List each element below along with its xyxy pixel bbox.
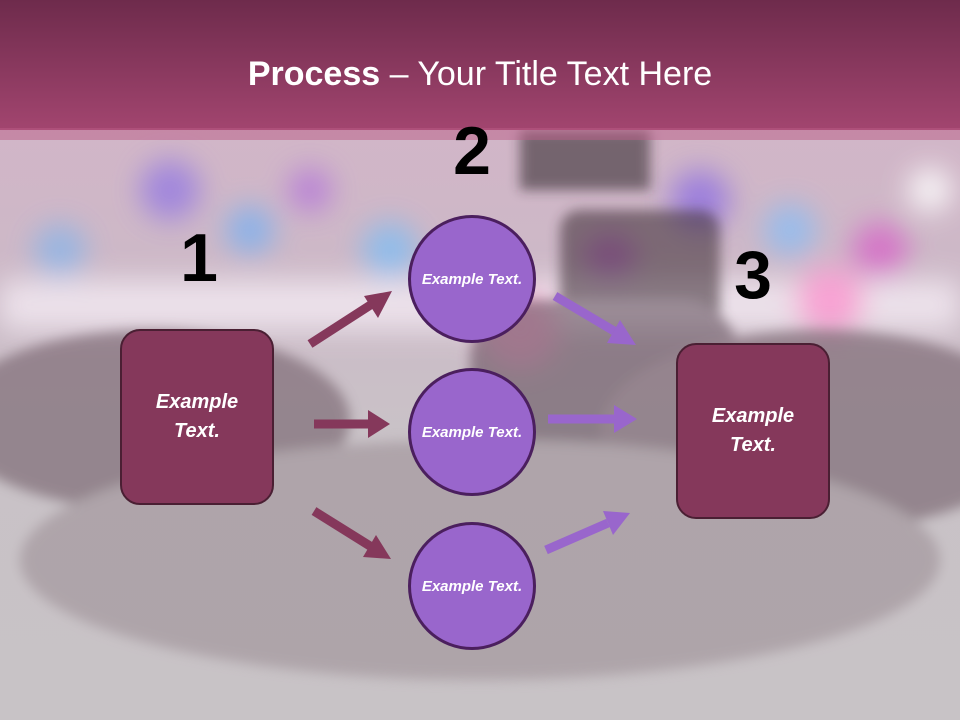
step2-circle-middle: Example Text. xyxy=(408,368,536,496)
step2-circle-bottom: Example Text. xyxy=(408,522,536,650)
arrow-left-down xyxy=(311,507,391,559)
arrow-right-up xyxy=(544,511,630,555)
title-bold: Process xyxy=(247,55,381,93)
step-number-1: 1 xyxy=(180,220,218,296)
step-number-2: 2 xyxy=(453,113,491,189)
step2-circle-top-text: Example Text. xyxy=(421,270,523,288)
title-rest: – Your Title Text Here xyxy=(380,55,713,93)
step2-circle-bottom-text: Example Text. xyxy=(421,577,523,595)
arrow-left-middle xyxy=(314,410,390,438)
step-number-3: 3 xyxy=(734,237,772,313)
step1-box: Example Text. xyxy=(120,329,274,505)
step2-circle-middle-text: Example Text. xyxy=(421,423,523,441)
step2-circle-top: Example Text. xyxy=(408,215,536,343)
slide-title: Process – Your Title Text Here xyxy=(0,52,960,96)
arrow-right-middle xyxy=(548,405,637,433)
step3-box: Example Text. xyxy=(676,343,830,519)
step1-text: Example Text. xyxy=(155,391,239,442)
step3-text: Example Text. xyxy=(711,405,795,456)
arrow-right-down xyxy=(552,292,636,345)
arrow-left-up xyxy=(307,291,392,348)
